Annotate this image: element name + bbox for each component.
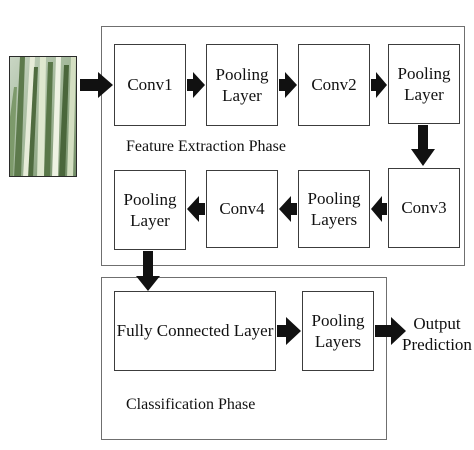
arrow-pool4-to-fc xyxy=(136,251,160,291)
feature-extraction-caption: Feature Extraction Phase xyxy=(126,138,286,155)
pooling-layer-4-box: Pooling Layer xyxy=(114,170,186,250)
output-prediction-label: Output Prediction xyxy=(402,314,472,355)
arrow-conv4-to-pool4 xyxy=(187,196,205,222)
arrow-pool1-to-conv2 xyxy=(279,72,297,98)
pooling-layers-final-box: Pooling Layers xyxy=(302,291,374,371)
classification-caption: Classification Phase xyxy=(126,396,256,413)
pooling-layer-1-box: Pooling Layer xyxy=(206,44,278,126)
conv3-box: Conv3 xyxy=(388,168,460,248)
arrow-pool2-to-conv3 xyxy=(411,125,435,166)
arrow-pooling-to-output xyxy=(375,317,406,345)
input-leaf-image xyxy=(9,56,77,177)
arrow-fc-to-pooling xyxy=(277,317,301,345)
fully-connected-layer-box: Fully Connected Layer xyxy=(114,291,276,371)
arrow-pool3-to-conv4 xyxy=(279,196,297,222)
conv1-box: Conv1 xyxy=(114,44,186,126)
arrow-conv3-to-pool3 xyxy=(371,196,387,222)
arrow-conv2-to-pool2 xyxy=(371,72,387,98)
conv2-box: Conv2 xyxy=(298,44,370,126)
pooling-layers-3-box: Pooling Layers xyxy=(298,170,370,248)
conv4-box: Conv4 xyxy=(206,170,278,248)
arrow-conv1-to-pool1 xyxy=(187,72,205,98)
arrow-input-to-conv1 xyxy=(80,72,113,98)
leaf-photo-graphic xyxy=(10,57,76,176)
pooling-layer-2-box: Pooling Layer xyxy=(388,44,460,124)
